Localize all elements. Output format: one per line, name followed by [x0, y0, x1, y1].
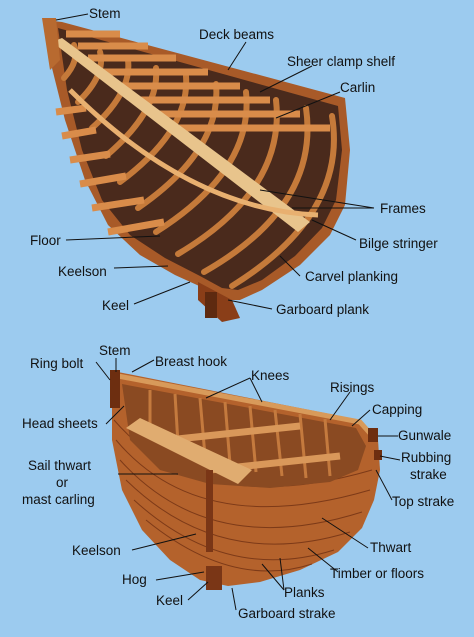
label-garboard-strake: Garboard strake	[238, 606, 336, 621]
lower-rubbing-block-2	[374, 450, 382, 460]
label-sheer-clamp-shelf: Sheer clamp shelf	[287, 54, 395, 69]
upper-keelson-beam	[52, 38, 310, 232]
label-breast-hook: Breast hook	[155, 354, 227, 369]
leader-lines	[55, 13, 401, 611]
label-sail-thwart-1: Sail thwart	[28, 458, 91, 473]
lower-rubbing-block	[368, 428, 378, 442]
label-keelson-lower: Keelson	[72, 543, 121, 558]
label-sail-thwart-2: or	[56, 475, 69, 490]
upper-hull-illustration	[42, 18, 350, 322]
lower-hull-illustration	[110, 370, 382, 590]
label-garboard-plank: Garboard plank	[276, 302, 369, 317]
label-stem: Stem	[89, 6, 121, 21]
label-floor: Floor	[30, 233, 61, 248]
upper-floors	[55, 104, 165, 236]
upper-deck-beams	[66, 30, 330, 132]
label-risings: Risings	[330, 380, 375, 395]
lower-stem	[110, 370, 120, 408]
label-top-strake: Top strake	[392, 494, 454, 509]
label-capping: Capping	[372, 402, 422, 417]
label-keel: Keel	[102, 298, 129, 313]
label-thwart: Thwart	[370, 540, 412, 555]
label-sail-thwart-3: mast carling	[22, 492, 95, 507]
upper-keel-end	[205, 292, 217, 318]
upper-stem	[42, 18, 60, 70]
label-keelson: Keelson	[58, 264, 107, 279]
label-gunwale: Gunwale	[398, 428, 451, 443]
label-rubbing-strake-1: Rubbing	[401, 450, 451, 465]
lower-labels: Stem Breast hook Knees Risings Ring bolt…	[22, 343, 454, 621]
upper-labels: Stem Deck beams Sheer clamp shelf Carlin…	[30, 6, 438, 317]
label-planks: Planks	[284, 585, 325, 600]
label-deck-beams: Deck beams	[199, 27, 274, 42]
lower-hull-planking	[113, 419, 373, 572]
lower-mast-post	[206, 470, 213, 552]
label-keel-lower: Keel	[156, 593, 183, 608]
label-rubbing-strake-2: strake	[410, 467, 447, 482]
label-knees: Knees	[251, 368, 290, 383]
label-carlin: Carlin	[340, 80, 375, 95]
label-head-sheets: Head sheets	[22, 416, 98, 431]
label-ring-bolt: Ring bolt	[30, 356, 84, 371]
label-stem-lower: Stem	[99, 343, 131, 358]
label-bilge-stringer: Bilge stringer	[359, 236, 438, 251]
label-carvel-planking: Carvel planking	[305, 269, 398, 284]
label-timber-or-floors: Timber or floors	[330, 566, 424, 581]
lower-sail-thwart	[126, 418, 252, 484]
label-hog: Hog	[122, 572, 147, 587]
label-frames: Frames	[380, 201, 426, 216]
upper-bilge-stringer	[68, 88, 319, 218]
lower-keel	[206, 566, 222, 590]
